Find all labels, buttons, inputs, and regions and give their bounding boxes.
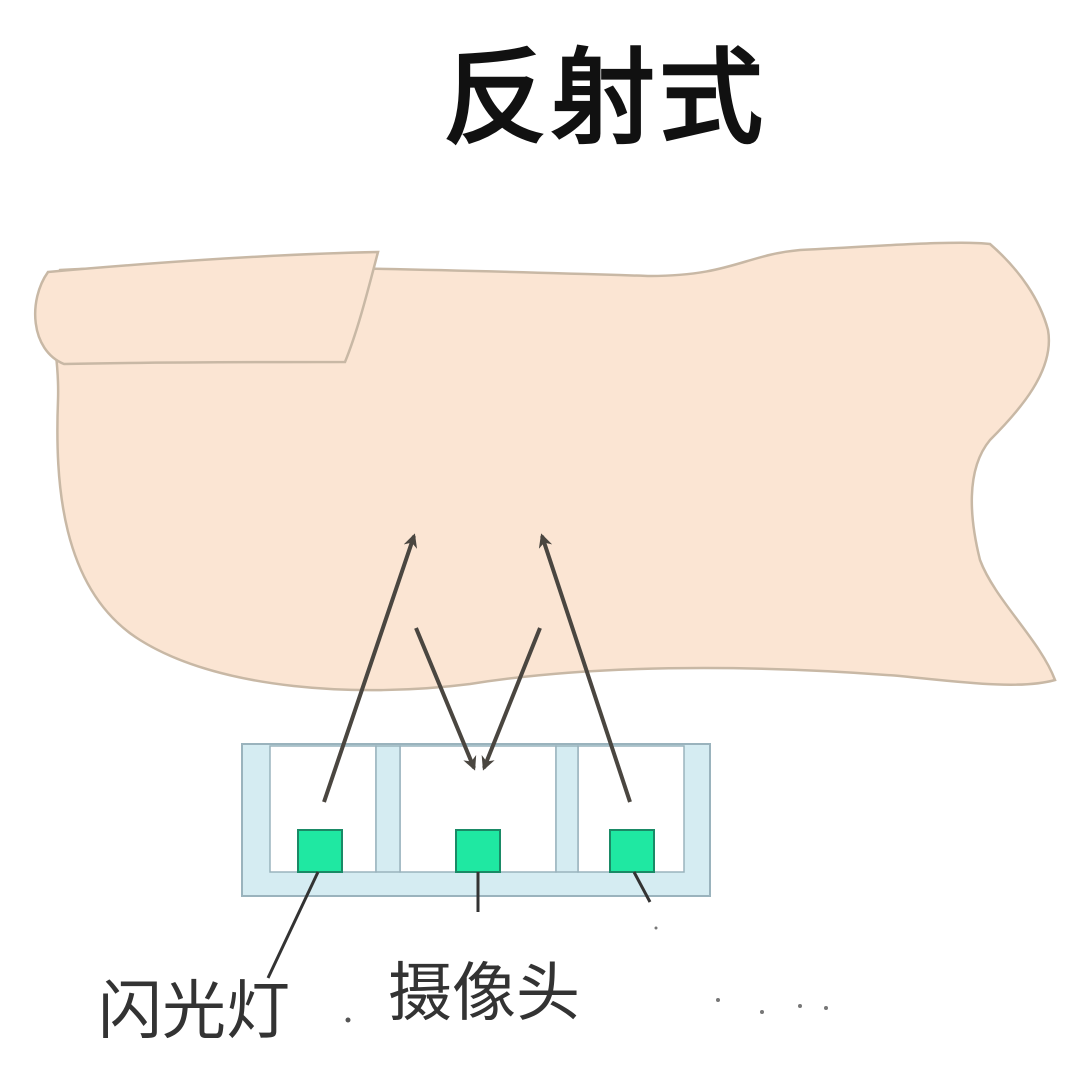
leader-line-flash-left — [266, 871, 320, 979]
sensor-divider-right — [555, 745, 579, 873]
flash-led-left-icon — [297, 829, 343, 873]
faint-dot — [345, 1017, 351, 1023]
reflect-arrow-right — [481, 627, 542, 771]
faint-dot — [654, 926, 658, 930]
camera-label: 摄像头 — [388, 957, 580, 1031]
flash-label: 闪光灯 — [98, 975, 290, 1049]
fingernail-shape — [33, 250, 380, 366]
faint-dot — [716, 998, 720, 1002]
faint-dot — [760, 1010, 764, 1014]
reflect-arrow-left — [414, 627, 477, 771]
sensor-divider-left — [375, 745, 401, 873]
emit-arrow-left — [322, 533, 418, 803]
flash-led-right-icon — [609, 829, 655, 873]
camera-sensor-icon — [455, 829, 501, 873]
diagram-title: 反射式 — [442, 37, 767, 159]
emit-arrow-right — [538, 533, 632, 803]
faint-dot — [798, 1004, 802, 1008]
faint-dot — [824, 1006, 828, 1010]
leader-line-flash-right — [632, 871, 652, 903]
